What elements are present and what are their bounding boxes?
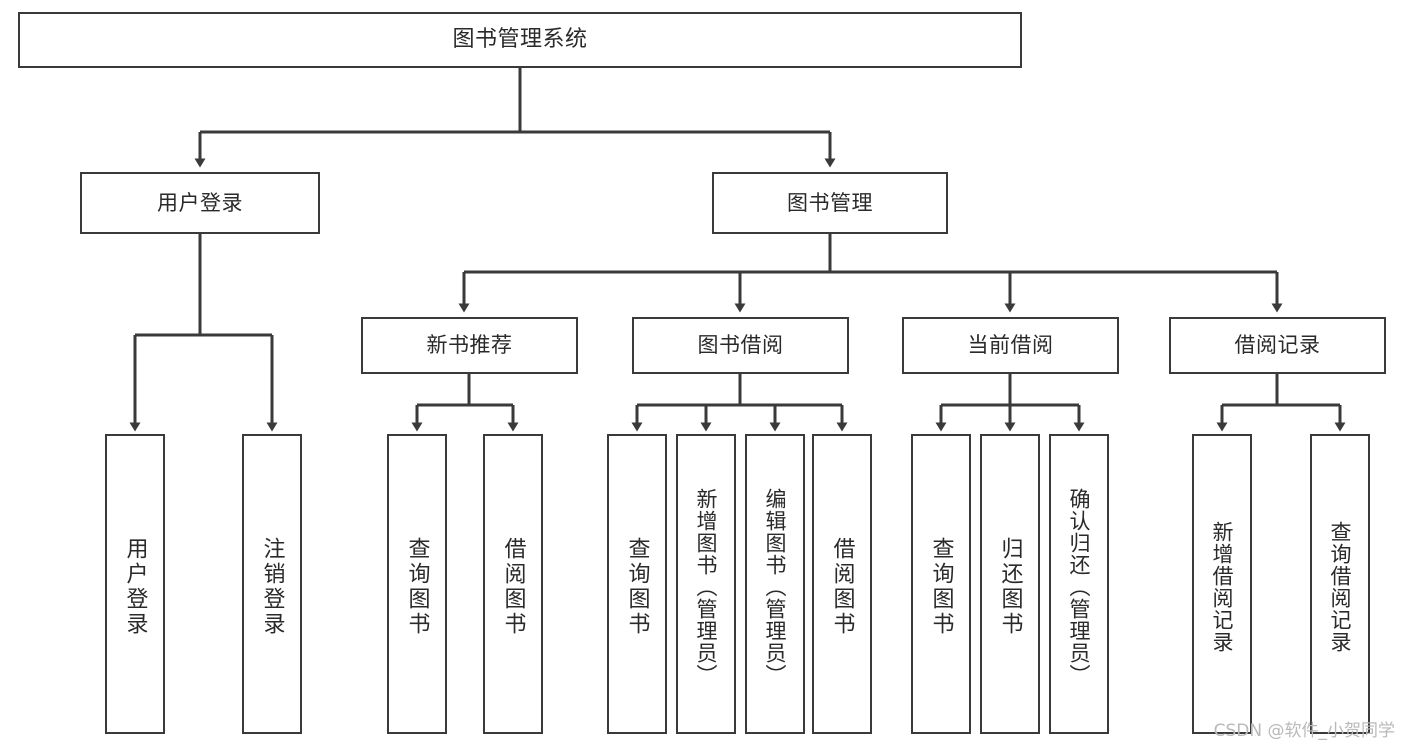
node-book-borrow[interactable]: 图书借阅	[632, 317, 849, 374]
node-new-book-recommend[interactable]: 新书推荐	[361, 317, 578, 374]
node-root-book-management-system[interactable]: 图书管理系统	[18, 12, 1022, 68]
node-label: 查询图书	[624, 537, 650, 637]
node-label: 借阅图书	[500, 537, 526, 637]
node-label: 查询图书	[928, 537, 954, 637]
leaf-query-book-borrow[interactable]: 查询图书	[607, 434, 667, 734]
node-label: 查询图书	[404, 537, 430, 637]
node-user-login[interactable]: 用户登录	[80, 172, 320, 234]
node-label: 新增图书（管理员）	[694, 488, 719, 686]
leaf-add-book-admin[interactable]: 新增图书（管理员）	[676, 434, 736, 734]
node-label: 借阅记录	[1234, 333, 1321, 358]
node-label: 编辑图书（管理员）	[763, 488, 788, 686]
node-label: 归还图书	[997, 537, 1023, 637]
leaf-logout-login[interactable]: 注销登录	[242, 434, 302, 734]
node-label: 图书借阅	[697, 333, 784, 358]
node-label: 确认归还（管理员）	[1067, 488, 1092, 686]
leaf-edit-book-admin[interactable]: 编辑图书（管理员）	[745, 434, 805, 734]
leaf-query-book-current[interactable]: 查询图书	[911, 434, 971, 734]
node-label: 新增借阅记录	[1210, 521, 1235, 653]
leaf-query-book-recommend[interactable]: 查询图书	[387, 434, 447, 734]
leaf-confirm-return-admin[interactable]: 确认归还（管理员）	[1049, 434, 1109, 734]
node-label: 新书推荐	[426, 333, 513, 358]
leaf-return-book[interactable]: 归还图书	[980, 434, 1040, 734]
node-label: 查询借阅记录	[1328, 521, 1353, 653]
node-label: 图书管理	[787, 190, 873, 215]
node-label: 用户登录	[122, 537, 148, 637]
leaf-query-borrow-record[interactable]: 查询借阅记录	[1310, 434, 1370, 734]
node-label: 注销登录	[259, 537, 285, 637]
node-label: 当前借阅	[967, 333, 1054, 358]
node-book-management[interactable]: 图书管理	[712, 172, 948, 234]
leaf-user-login[interactable]: 用户登录	[105, 434, 165, 734]
node-borrow-record[interactable]: 借阅记录	[1169, 317, 1386, 374]
node-label: 用户登录	[157, 190, 243, 215]
node-label: 借阅图书	[829, 537, 855, 637]
node-label: 图书管理系统	[452, 27, 588, 53]
leaf-borrow-book-recommend[interactable]: 借阅图书	[483, 434, 543, 734]
leaf-borrow-book[interactable]: 借阅图书	[812, 434, 872, 734]
node-current-borrow[interactable]: 当前借阅	[902, 317, 1119, 374]
leaf-add-borrow-record[interactable]: 新增借阅记录	[1192, 434, 1252, 734]
